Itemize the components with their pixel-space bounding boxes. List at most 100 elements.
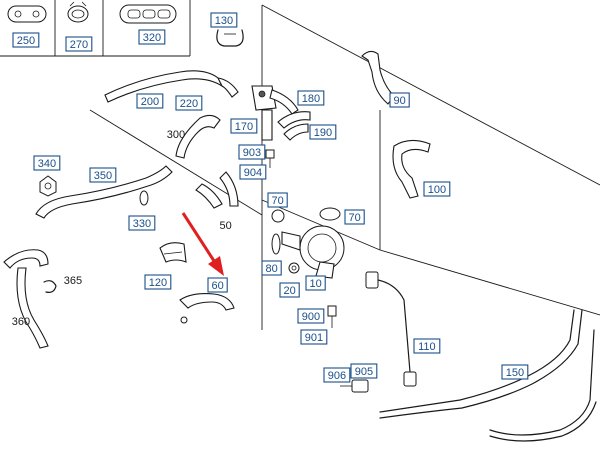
part-label-110[interactable]: 110 bbox=[413, 338, 441, 354]
part-label-120[interactable]: 120 bbox=[144, 274, 172, 290]
nut-20-shape bbox=[288, 262, 300, 274]
hose-360-shape bbox=[3, 249, 49, 349]
part-label-70[interactable]: 70 bbox=[267, 192, 288, 208]
part-number-text: 130 bbox=[215, 15, 233, 27]
part-label-box bbox=[12, 32, 40, 48]
part-number-text: 904 bbox=[244, 167, 262, 179]
part-number-text: 270 bbox=[70, 39, 88, 51]
part-number-text: 10 bbox=[309, 278, 321, 290]
clip-70-shape bbox=[271, 209, 285, 223]
hose-90-shape bbox=[361, 50, 395, 105]
sensor-110-shape bbox=[365, 271, 417, 387]
part-label-360[interactable]: 360 bbox=[12, 316, 30, 328]
part-label-box bbox=[89, 167, 117, 183]
part-label-80[interactable]: 80 bbox=[261, 260, 282, 276]
part-label-box bbox=[33, 155, 61, 171]
hose-350-shape bbox=[35, 165, 173, 219]
pump-10-shape bbox=[281, 207, 345, 279]
part-label-300[interactable]: 300 bbox=[167, 129, 185, 141]
part-number-text: 220 bbox=[180, 98, 198, 110]
part-label-170[interactable]: 170 bbox=[230, 118, 258, 134]
part-label-10[interactable]: 10 bbox=[305, 275, 326, 291]
part-label-box bbox=[136, 93, 164, 109]
part-label-box bbox=[239, 164, 267, 180]
part-label-330[interactable]: 330 bbox=[128, 215, 156, 231]
part-number-text: 90 bbox=[393, 95, 405, 107]
part-number-text: 903 bbox=[243, 147, 261, 159]
part-label-box bbox=[297, 308, 325, 324]
clip-365-shape bbox=[43, 280, 57, 293]
line-150-shape bbox=[379, 309, 597, 442]
part-number-text: 190 bbox=[314, 127, 332, 139]
part-label-box bbox=[300, 329, 328, 345]
part-label-box bbox=[305, 275, 326, 291]
part-label-90[interactable]: 90 bbox=[389, 92, 410, 108]
part-number-text: 300 bbox=[167, 129, 185, 141]
part-number-text: 180 bbox=[302, 93, 320, 105]
part-label-100[interactable]: 100 bbox=[423, 181, 451, 197]
part-label-box bbox=[207, 277, 228, 293]
hose-180-shape bbox=[277, 111, 311, 129]
connector-905-shape bbox=[340, 379, 369, 393]
part-label-350[interactable]: 350 bbox=[89, 167, 117, 183]
part-label-box bbox=[128, 215, 156, 231]
part-label-box bbox=[389, 92, 410, 108]
part-label-50[interactable]: 50 bbox=[219, 220, 231, 232]
part-label-903[interactable]: 903 bbox=[238, 144, 266, 160]
part-label-box bbox=[230, 118, 258, 134]
part-label-340[interactable]: 340 bbox=[33, 155, 61, 171]
part-label-900[interactable]: 900 bbox=[297, 308, 325, 324]
part-number-text: 250 bbox=[17, 35, 35, 47]
part-label-150[interactable]: 150 bbox=[501, 364, 529, 380]
part-label-904[interactable]: 904 bbox=[239, 164, 267, 180]
part-label-box bbox=[144, 274, 172, 290]
part-label-270[interactable]: 270 bbox=[65, 36, 93, 52]
fitting-903-shape bbox=[265, 149, 275, 168]
part-label-box bbox=[323, 367, 351, 383]
part-label-box bbox=[279, 282, 300, 298]
bracket-120-shape bbox=[159, 242, 187, 263]
part-label-906[interactable]: 906 bbox=[323, 367, 351, 383]
hose-100-shape bbox=[392, 139, 431, 199]
part-label-365[interactable]: 365 bbox=[64, 275, 82, 287]
part-label-901[interactable]: 901 bbox=[300, 329, 328, 345]
clamp-270-shape bbox=[67, 1, 89, 23]
part-label-320[interactable]: 320 bbox=[138, 29, 166, 45]
part-label-box bbox=[309, 124, 337, 140]
part-label-60[interactable]: 60 bbox=[207, 277, 228, 293]
part-label-box bbox=[261, 260, 282, 276]
part-number-text: 100 bbox=[428, 184, 446, 196]
part-number-text: 70 bbox=[348, 212, 360, 224]
part-label-130[interactable]: 130 bbox=[210, 12, 238, 28]
part-number-text: 905 bbox=[355, 366, 373, 378]
hose-190-shape bbox=[283, 123, 309, 141]
part-number-text: 150 bbox=[506, 367, 524, 379]
hose-50-shape bbox=[195, 171, 239, 209]
part-label-box bbox=[297, 90, 325, 106]
part-number-text: 330 bbox=[133, 218, 151, 230]
ring-80-shape bbox=[271, 233, 281, 255]
clip-130-shape bbox=[216, 29, 244, 47]
part-label-180[interactable]: 180 bbox=[297, 90, 325, 106]
part-label-box bbox=[413, 338, 441, 354]
part-label-70[interactable]: 70 bbox=[344, 209, 365, 225]
part-label-250[interactable]: 250 bbox=[12, 32, 40, 48]
part-label-box bbox=[501, 364, 529, 380]
part-label-box bbox=[423, 181, 451, 197]
part-label-box bbox=[344, 209, 365, 225]
hose-300-shape bbox=[175, 114, 221, 159]
part-label-200[interactable]: 200 bbox=[136, 93, 164, 109]
part-label-220[interactable]: 220 bbox=[175, 95, 203, 111]
part-label-905[interactable]: 905 bbox=[350, 363, 378, 379]
bolt-900-shape bbox=[327, 305, 337, 328]
part-label-box bbox=[267, 192, 288, 208]
inset-frame bbox=[0, 0, 191, 57]
part-label-20[interactable]: 20 bbox=[279, 282, 300, 298]
part-number-text: 901 bbox=[305, 332, 323, 344]
manifold-170-shape bbox=[251, 85, 299, 141]
part-number-text: 120 bbox=[149, 277, 167, 289]
part-number-text: 170 bbox=[235, 121, 253, 133]
part-label-box bbox=[175, 95, 203, 111]
part-label-box bbox=[350, 363, 378, 379]
part-label-190[interactable]: 190 bbox=[309, 124, 337, 140]
